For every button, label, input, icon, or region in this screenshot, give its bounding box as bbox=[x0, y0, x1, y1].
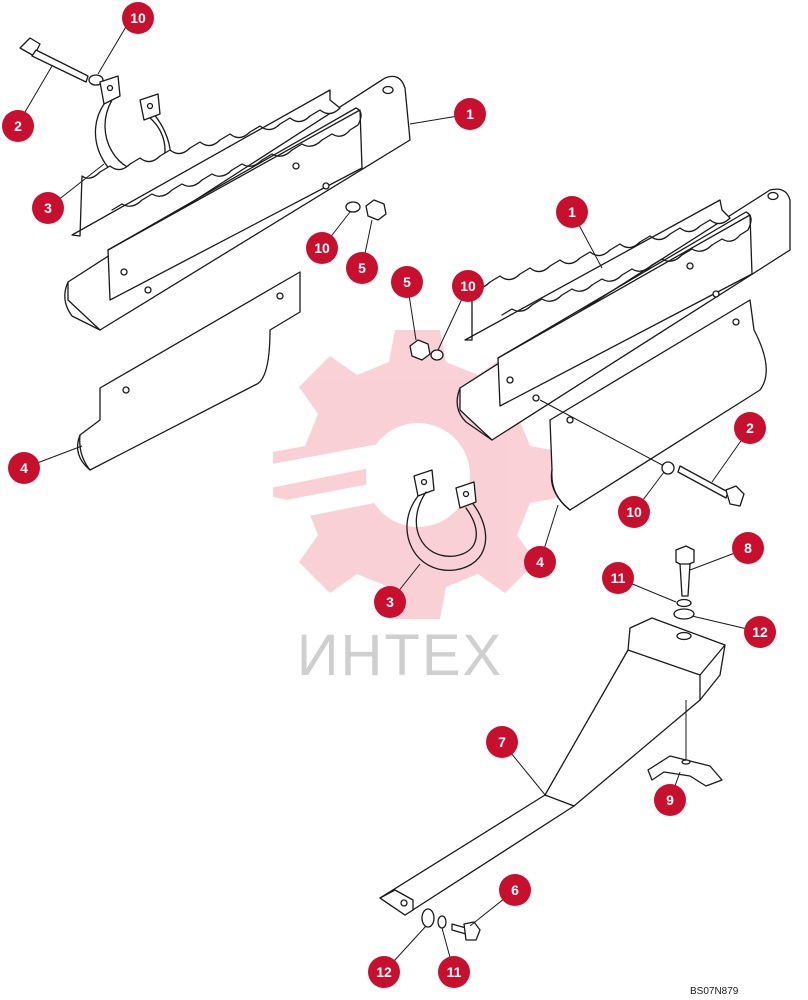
watermark-text: ИНТЕХ bbox=[297, 623, 503, 688]
bolt-upper-left bbox=[19, 37, 89, 83]
callout-label: 11 bbox=[611, 570, 626, 586]
callout-label: 4 bbox=[536, 554, 544, 570]
callout-group: 10 2 3 1 10 5 5 10 bbox=[2, 2, 776, 988]
washer-upper bbox=[673, 608, 695, 620]
callout-label: 1 bbox=[568, 204, 576, 220]
callout-10: 10 bbox=[122, 2, 154, 34]
washer-middle bbox=[430, 349, 444, 361]
shield-right bbox=[549, 299, 767, 511]
watermark-swoosh-2 bbox=[260, 478, 400, 524]
callout-label: 12 bbox=[376, 964, 392, 980]
callout-circle bbox=[8, 452, 40, 484]
callout-label: 11 bbox=[447, 964, 462, 980]
callout-label: 2 bbox=[14, 118, 22, 134]
callout-circle bbox=[368, 956, 400, 988]
shield-upper-left bbox=[76, 271, 301, 471]
callout-4: 4 bbox=[524, 546, 556, 578]
callout-11: 11 bbox=[602, 562, 634, 594]
callout-4: 4 bbox=[8, 452, 40, 484]
callout-circle bbox=[2, 110, 34, 142]
watermark-swoosh-1 bbox=[240, 440, 400, 492]
callout-3: 3 bbox=[374, 586, 406, 618]
clip-plate-hole bbox=[681, 759, 691, 765]
callout-label: 5 bbox=[358, 260, 366, 276]
callout-10: 10 bbox=[306, 232, 338, 264]
clamp-upper-left bbox=[94, 75, 172, 186]
callout-circle bbox=[122, 2, 154, 34]
callout-circle bbox=[438, 956, 470, 988]
callout-11: 11 bbox=[438, 956, 470, 988]
callout-circle bbox=[654, 784, 686, 816]
callout-circle bbox=[486, 726, 518, 758]
callout-10: 10 bbox=[452, 270, 484, 302]
clip-plate bbox=[647, 755, 723, 787]
callout-circle bbox=[618, 496, 650, 528]
callout-2: 2 bbox=[2, 110, 34, 142]
callout-label: 10 bbox=[314, 240, 330, 256]
callout-1: 1 bbox=[454, 98, 486, 130]
callout-label: 10 bbox=[626, 504, 642, 520]
callout-circle bbox=[556, 196, 588, 228]
callout-label: 12 bbox=[752, 624, 768, 640]
callout-3: 3 bbox=[32, 192, 64, 224]
callout-12: 12 bbox=[744, 616, 776, 648]
callout-circle bbox=[306, 232, 338, 264]
nut-mid-top bbox=[365, 199, 387, 221]
callout-circle bbox=[32, 192, 64, 224]
callout-label: 2 bbox=[746, 420, 754, 436]
bolt-right bbox=[677, 465, 745, 507]
washer-lower bbox=[421, 908, 435, 928]
callout-label: 8 bbox=[744, 540, 752, 556]
callout-circle bbox=[454, 98, 486, 130]
callout-label: 4 bbox=[20, 460, 28, 476]
callout-circle bbox=[732, 532, 764, 564]
callout-circle bbox=[734, 412, 766, 444]
callout-circle bbox=[346, 252, 378, 284]
rack-upper-left bbox=[64, 75, 411, 331]
callout-circle bbox=[499, 874, 531, 906]
bolt-lower bbox=[451, 921, 481, 941]
bracket-arm bbox=[379, 617, 726, 916]
callout-9: 9 bbox=[654, 784, 686, 816]
callout-label: 7 bbox=[498, 734, 506, 750]
callout-label: 9 bbox=[666, 792, 674, 808]
callout-label: 10 bbox=[130, 10, 146, 26]
bolt-vertical bbox=[675, 545, 695, 597]
callout-12: 12 bbox=[368, 956, 400, 988]
clamp-center bbox=[406, 469, 487, 571]
washer-mid-top bbox=[345, 201, 361, 213]
callout-label: 3 bbox=[44, 200, 52, 216]
lock-washer-upper bbox=[676, 598, 692, 608]
callout-10: 10 bbox=[618, 496, 650, 528]
callout-5: 5 bbox=[391, 266, 423, 298]
callout-label: 1 bbox=[466, 106, 474, 122]
callout-label: 3 bbox=[386, 594, 394, 610]
callout-circle bbox=[374, 586, 406, 618]
rack-right bbox=[456, 188, 791, 441]
callout-5: 5 bbox=[346, 252, 378, 284]
callout-2: 2 bbox=[734, 412, 766, 444]
callout-8: 8 bbox=[732, 532, 764, 564]
alignment-line-right bbox=[539, 399, 665, 467]
reference-code: BS07N879 bbox=[690, 986, 739, 997]
callout-label: 5 bbox=[403, 274, 411, 290]
lock-washer-lower bbox=[437, 915, 447, 929]
washer-right bbox=[661, 461, 675, 475]
callout-1: 1 bbox=[556, 196, 588, 228]
nut-middle bbox=[409, 339, 431, 361]
callout-label: 6 bbox=[511, 882, 519, 898]
callout-circle bbox=[602, 562, 634, 594]
callout-circle bbox=[744, 616, 776, 648]
callout-7: 7 bbox=[486, 726, 518, 758]
callout-6: 6 bbox=[499, 874, 531, 906]
callout-circle bbox=[524, 546, 556, 578]
callout-label: 10 bbox=[460, 278, 476, 294]
callout-circle bbox=[391, 266, 423, 298]
callout-circle bbox=[452, 270, 484, 302]
